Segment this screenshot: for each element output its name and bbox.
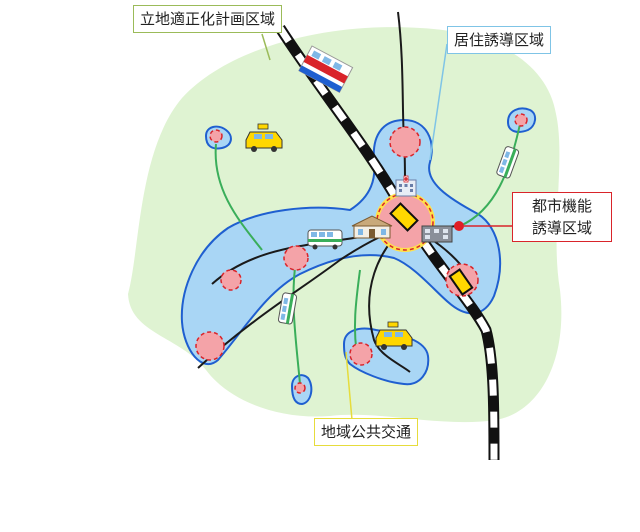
center-small-sw (294, 382, 306, 394)
location-optimization-area-label: 立地適正化計画区域 (133, 5, 283, 33)
bus-icon (277, 292, 298, 325)
residential-induction-area-label: 居住誘導区域 (447, 26, 552, 54)
center-north (389, 126, 421, 158)
urban-function-label-line2: 誘導区域 (531, 219, 592, 237)
center-south (349, 342, 373, 366)
railway (275, 25, 500, 461)
station-building-icon (351, 215, 393, 239)
building-icon (421, 225, 453, 243)
centers (195, 113, 528, 394)
urban-function-marker (454, 221, 464, 231)
hospital-icon (395, 175, 417, 197)
station-icon (448, 268, 474, 296)
transit-line-sw (292, 259, 301, 385)
urban-function-induction-area-label: 都市機能 誘導区域 (512, 192, 612, 242)
leader-lines (261, 33, 512, 421)
road-south (368, 225, 411, 373)
station-icon (389, 202, 419, 232)
center-far-west (220, 269, 242, 291)
transit-line-nw (214, 143, 263, 251)
train-icon (298, 45, 354, 93)
center-west (283, 245, 309, 271)
urban-function-label-line1: 都市機能 (531, 197, 592, 215)
bus-icon (496, 146, 520, 179)
center-small-nw (209, 129, 223, 143)
center-small-ne (514, 113, 528, 127)
transit-line-ne (459, 123, 521, 227)
center-southwest (195, 331, 225, 361)
regional-public-transport-label: 地域公共交通 (314, 418, 419, 446)
taxi-icon (375, 321, 413, 350)
taxi-icon (245, 123, 283, 152)
bus-icon (307, 229, 343, 250)
